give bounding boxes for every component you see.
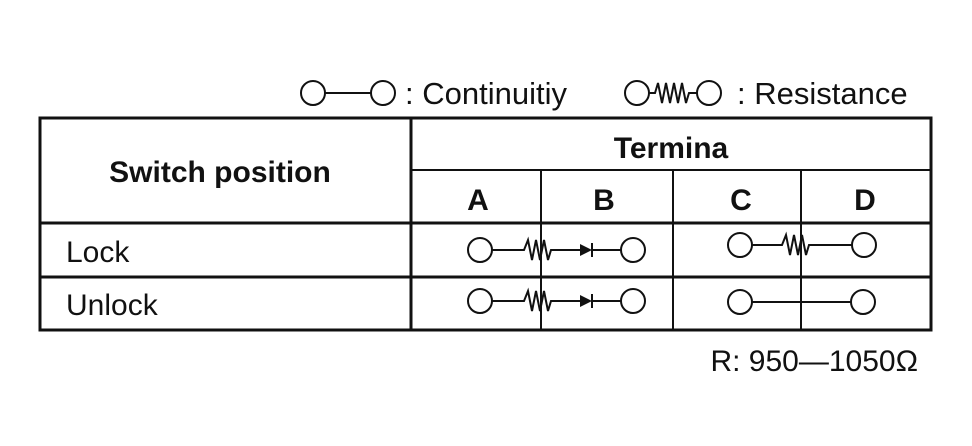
resistance-symbol-icon [624,80,722,106]
terminal-d-header: D [854,184,876,217]
continuity-symbol-icon [300,80,396,106]
switch-position-header: Switch position [109,156,331,189]
table-grid [38,116,933,332]
unlock-cd-continuity-icon [727,289,876,315]
lock-ab-resistor-diode-icon [467,236,646,263]
legend-continuity-label: : Continuitiy [405,76,567,111]
row-label-unlock: Unlock [66,289,159,322]
legend: : Continuitiy : Resistance [300,76,908,111]
terminal-a-header: A [467,184,489,217]
terminal-c-header: C [730,184,752,217]
resistance-value-note: R: 950—1050Ω [710,345,918,378]
unlock-ab-resistor-diode-icon [467,287,646,314]
row-label-lock: Lock [66,236,130,269]
lock-cd-resistance-icon [727,231,877,258]
terminal-b-header: B [593,184,615,217]
legend-resistance-label: : Resistance [737,76,908,111]
terminal-group-header: Termina [614,132,729,165]
